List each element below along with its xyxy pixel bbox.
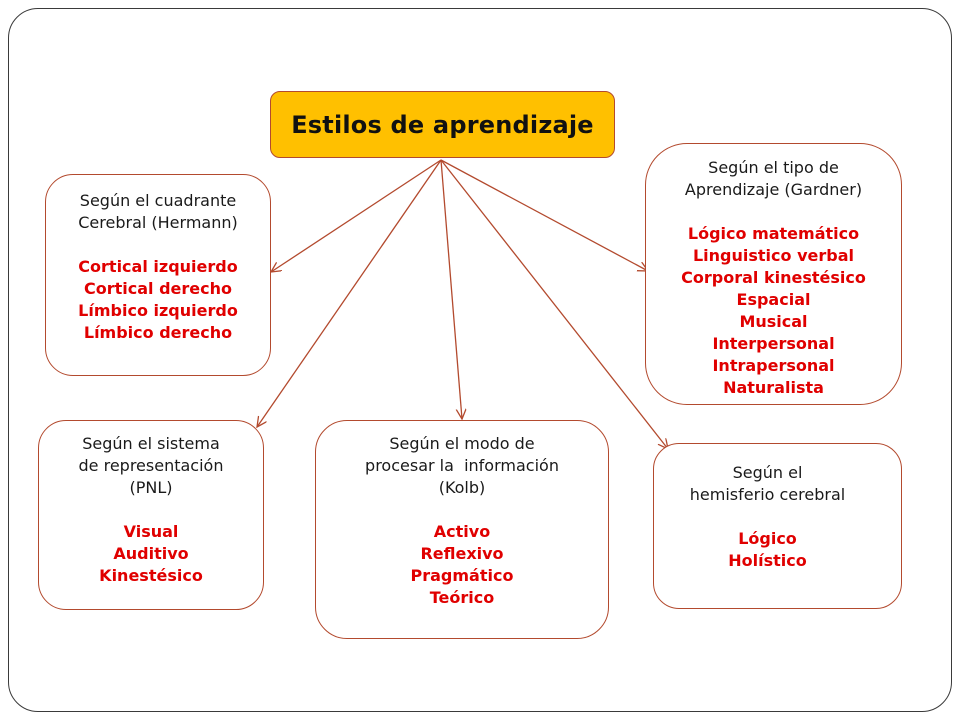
- kolb-items: Activo Reflexivo Pragmático Teórico: [316, 521, 608, 609]
- style-item: Espacial: [736, 290, 811, 309]
- gardner-box: Según el tipo de Aprendizaje (Gardner) L…: [645, 143, 902, 405]
- heading-line: procesar la información: [365, 456, 559, 475]
- hemisferio-items: Lógico Holístico: [654, 528, 901, 572]
- style-item: Límbico izquierdo: [78, 301, 238, 320]
- arrow-to-hermann: [271, 159, 442, 272]
- gardner-items: Lógico matemático Linguistico verbal Cor…: [646, 223, 901, 399]
- style-item: Holístico: [728, 551, 807, 570]
- pnl-box: Según el sistema de representación (PNL)…: [38, 420, 264, 610]
- style-item: Lógico matemático: [687, 224, 860, 243]
- arrow-to-gardner: [440, 159, 648, 271]
- gardner-heading: Según el tipo de Aprendizaje (Gardner): [646, 157, 901, 201]
- style-item: Musical: [739, 312, 808, 331]
- style-item: Auditivo: [113, 544, 189, 563]
- hermann-heading: Según el cuadrante Cerebral (Hermann): [46, 190, 270, 234]
- arrow-to-kolb: [440, 159, 462, 419]
- heading-line: (Kolb): [438, 478, 486, 497]
- hemisferio-heading: Según el hemisferio cerebral: [654, 462, 901, 506]
- arrow-to-hemisferio: [440, 159, 668, 449]
- style-item: Reflexivo: [420, 544, 504, 563]
- pnl-items: Visual Auditivo Kinestésico: [39, 521, 263, 587]
- style-item: Lógico: [738, 529, 797, 548]
- kolb-heading: Según el modo de procesar la información…: [316, 433, 608, 499]
- hemisferio-box: Según el hemisferio cerebral Lógico Holí…: [653, 443, 902, 609]
- heading-line: Según el tipo de: [708, 158, 839, 177]
- style-item: Linguistico verbal: [692, 246, 854, 265]
- style-item: Visual: [123, 522, 179, 541]
- pnl-heading: Según el sistema de representación (PNL): [39, 433, 263, 499]
- style-item: Corporal kinestésico: [681, 268, 866, 287]
- style-item: Cortical derecho: [83, 279, 232, 298]
- hermann-box: Según el cuadrante Cerebral (Hermann) Co…: [45, 174, 271, 376]
- heading-line: Según el cuadrante: [79, 191, 237, 210]
- style-item: Naturalista: [723, 378, 824, 397]
- heading-line: Aprendizaje (Gardner): [684, 180, 863, 199]
- heading-line: (PNL): [129, 478, 173, 497]
- heading-line: Según el: [732, 463, 803, 482]
- central-topic-title: Estilos de aprendizaje: [291, 110, 594, 139]
- heading-line: Según el modo de: [389, 434, 535, 453]
- style-item: Cortical izquierdo: [78, 257, 238, 276]
- style-item: Interpersonal: [712, 334, 835, 353]
- arrow-to-pnl: [257, 159, 442, 427]
- style-item: Pragmático: [410, 566, 514, 585]
- heading-line: Según el sistema: [82, 434, 220, 453]
- style-item: Activo: [433, 522, 491, 541]
- kolb-box: Según el modo de procesar la información…: [315, 420, 609, 639]
- style-item: Intrapersonal: [712, 356, 835, 375]
- style-item: Teórico: [429, 588, 495, 607]
- style-item: Límbico derecho: [83, 323, 233, 342]
- heading-line: Cerebral (Hermann): [78, 213, 238, 232]
- central-topic-box: Estilos de aprendizaje: [270, 91, 615, 158]
- style-item: Kinestésico: [99, 566, 203, 585]
- slide-frame: [8, 8, 952, 712]
- heading-line: de representación: [78, 456, 224, 475]
- hermann-items: Cortical izquierdo Cortical derecho Límb…: [46, 256, 270, 344]
- heading-line: hemisferio cerebral: [689, 485, 846, 504]
